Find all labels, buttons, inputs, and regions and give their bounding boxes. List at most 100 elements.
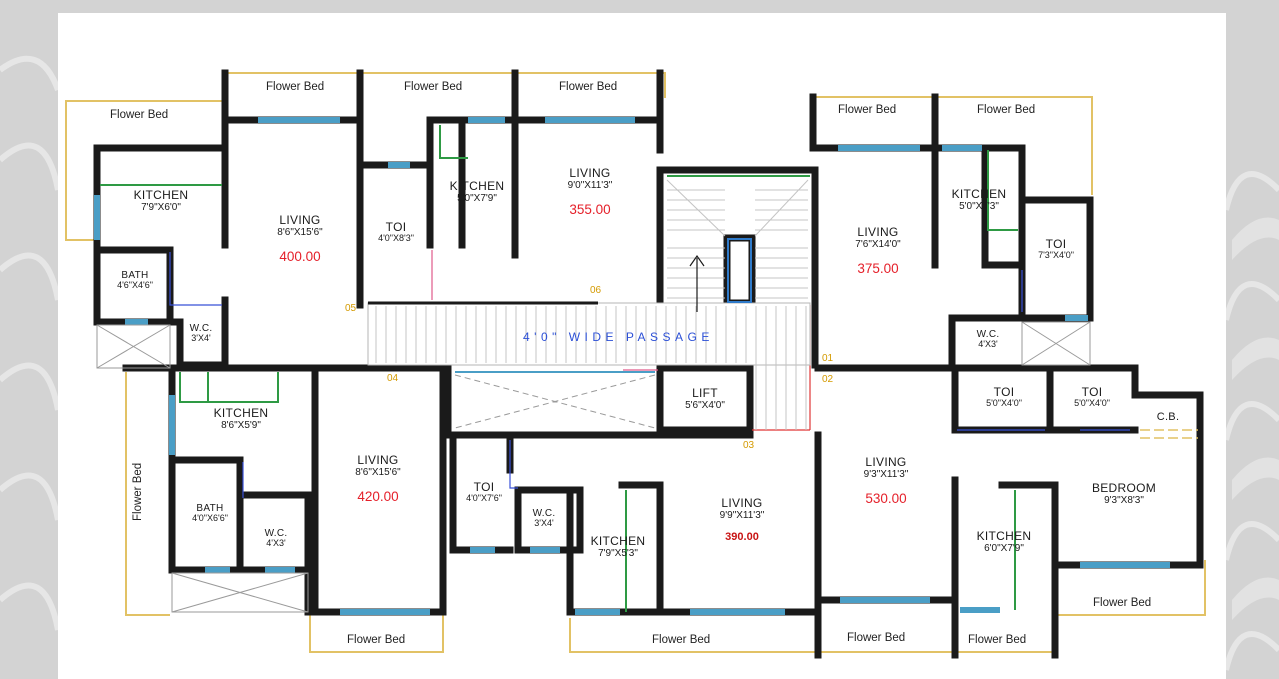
flower-bed-label: Flower Bed — [266, 81, 325, 93]
room-label-wc-e: W.C. 3'X4' — [519, 508, 569, 529]
room-label-toi-b: TOI 4'0"X8'3" — [366, 220, 426, 244]
room-name: KITCHEN — [449, 179, 505, 193]
room-label-living-f: LIVING 9'3"X11'3" 530.00 — [836, 455, 936, 507]
door-number: 02 — [822, 374, 834, 385]
room-area: 390.00 — [725, 531, 759, 544]
room-dimension: 8'6"X15'6" — [355, 467, 401, 479]
room-area: 375.00 — [857, 261, 899, 277]
room-name: TOI — [385, 220, 407, 234]
room-dimension: 8'6"X15'6" — [277, 227, 323, 239]
door-number: 03 — [743, 440, 755, 451]
room-label-kitchen-b: KITCHEN 5'0"X7'9" — [442, 179, 512, 205]
room-name: LIVING — [857, 225, 899, 239]
room-label-wc-c: W.C. 4'X3' — [960, 329, 1016, 350]
room-label-kitchen-a: KITCHEN 7'9"X6'0" — [116, 188, 206, 214]
room-label-living-a: LIVING 8'6"X15'6" 400.00 — [250, 213, 350, 265]
room-label-kitchen-e: KITCHEN 7'9"X5'3" — [582, 534, 654, 559]
room-dimension: 4'X3' — [266, 538, 286, 548]
room-dimension: 3'X4' — [191, 333, 211, 343]
room-name: KITCHEN — [976, 529, 1032, 543]
room-label-wc-d: W.C. 4'X3' — [246, 528, 306, 549]
room-name: W.C. — [532, 508, 556, 519]
room-dimension: 7'3"X4'0" — [1038, 250, 1074, 261]
room-dimension: 9'3"X11'3" — [863, 469, 909, 481]
room-label-living-e: LIVING 9'9"X11'3" 390.00 — [692, 496, 792, 544]
room-dimension: 9'3"X8'3" — [1104, 495, 1144, 507]
room-label-lift: LIFT 5'6"X4'0" — [664, 386, 746, 412]
room-dimension: 9'9"X11'3" — [719, 510, 765, 522]
room-dimension: 4'0"X8'3" — [378, 233, 414, 244]
flower-bed-label: Flower Bed — [132, 462, 144, 521]
room-dimension: 4'0"X7'6" — [466, 493, 502, 504]
room-name: TOI — [993, 385, 1015, 399]
thin-lines — [169, 252, 1130, 498]
passage-hatch — [367, 301, 811, 430]
room-dimension: 4'X3' — [978, 339, 998, 349]
room-name: LIFT — [692, 386, 718, 400]
room-name: TOI — [1045, 237, 1067, 251]
room-name: KITCHEN — [951, 187, 1007, 201]
room-dimension: 7'6"X14'0" — [855, 239, 901, 251]
flower-bed-label: Flower Bed — [968, 634, 1027, 646]
room-label-living-b: LIVING 9'0"X11'3" 355.00 — [540, 166, 640, 218]
room-name: BATH — [121, 270, 149, 281]
lift-shaft-duct — [454, 374, 656, 429]
room-name: W.C. — [976, 329, 1000, 340]
kitchen-counters — [100, 125, 1018, 612]
flower-bed-label: Flower Bed — [404, 81, 463, 93]
room-dimension: 4'0"X6'6" — [192, 513, 228, 523]
flower-bed-label: Flower Bed — [347, 634, 406, 646]
stair-direction-arrow — [689, 254, 705, 312]
door-number: 05 — [345, 303, 357, 314]
room-name: LIVING — [721, 496, 763, 510]
room-name: BATH — [196, 503, 224, 514]
passage-label: 4'0" WIDE PASSAGE — [523, 330, 714, 344]
flower-bed-outlines — [65, 72, 1206, 653]
flower-bed-label: Flower Bed — [559, 81, 618, 93]
room-name: KITCHEN — [133, 188, 189, 202]
door-number: 06 — [590, 285, 602, 296]
room-area: 420.00 — [357, 489, 399, 505]
windows — [94, 117, 1170, 615]
flower-bed-label: Flower Bed — [652, 634, 711, 646]
room-name: LIVING — [357, 453, 399, 467]
flower-bed-label: Flower Bed — [847, 632, 906, 644]
ducts — [96, 321, 1091, 613]
room-label-bath-a: BATH 4'6"X4'6" — [104, 270, 166, 291]
staircase — [666, 179, 809, 299]
room-name: LIVING — [865, 455, 907, 469]
room-dimension: 5'0"X4'0" — [1074, 398, 1110, 409]
room-dimension: 8'6"X5'9" — [221, 420, 261, 432]
room-area: 355.00 — [569, 202, 611, 218]
flower-bed-label: Flower Bed — [110, 109, 169, 121]
room-area: 400.00 — [279, 249, 321, 265]
room-dimension: 7'9"X6'0" — [141, 202, 181, 214]
room-name: KITCHEN — [590, 534, 646, 548]
flower-bed-label: Flower Bed — [1093, 597, 1152, 609]
room-name: LIVING — [569, 166, 611, 180]
room-dimension: 5'0"X7'9" — [457, 193, 497, 205]
room-dimension: 9'0"X11'3" — [567, 180, 613, 192]
flower-bed-label: Flower Bed — [838, 104, 897, 116]
room-label-kitchen-f: KITCHEN 6'0"X7'9" — [968, 529, 1040, 554]
room-label-cb: C.B. — [1143, 411, 1193, 423]
door-number: 04 — [387, 373, 399, 384]
room-dimension: 5'0"X4'0" — [986, 398, 1022, 409]
room-name: TOI — [1081, 385, 1103, 399]
room-dimension: 5'6"X4'0" — [685, 400, 725, 412]
room-name: LIVING — [279, 213, 321, 227]
room-label-toi-c: TOI 7'3"X4'0" — [1026, 237, 1086, 261]
room-name: BEDROOM — [1091, 481, 1157, 495]
room-dimension: 3'X4' — [534, 518, 554, 528]
room-area: 530.00 — [865, 491, 907, 507]
room-label-toi-e: TOI 4'0"X7'6" — [455, 480, 513, 504]
room-label-wc-a: W.C. 3'X4' — [180, 323, 222, 344]
room-dimension: 4'6"X4'6" — [117, 280, 153, 290]
door-number: 01 — [822, 353, 834, 364]
room-label-bath-d: BATH 4'0"X6'6" — [180, 503, 240, 524]
room-label-bedroom-f: BEDROOM 9'3"X8'3" — [1070, 481, 1178, 507]
room-label-living-d: LIVING 8'6"X15'6" 420.00 — [328, 453, 428, 505]
room-label-toi-f2: TOI 5'0"X4'0" — [1056, 385, 1128, 409]
